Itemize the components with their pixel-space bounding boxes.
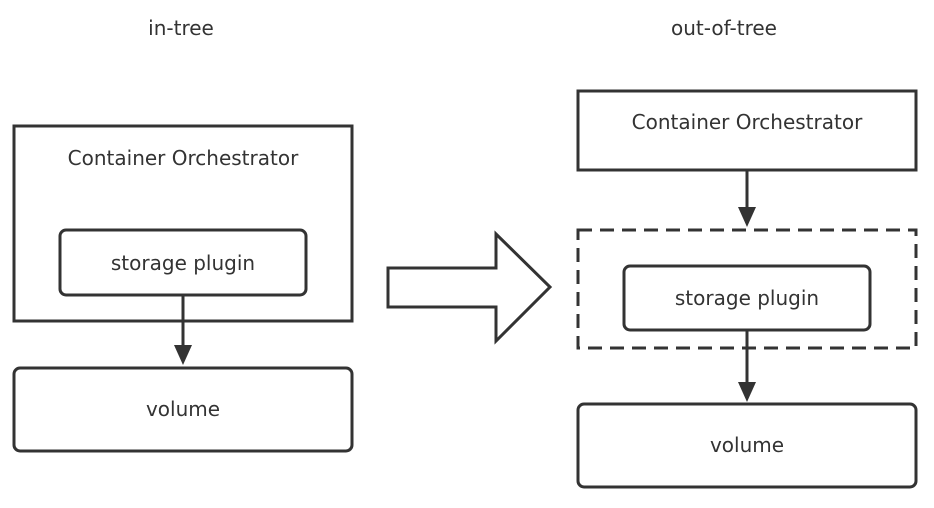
out-of-tree-volume-label: volume — [710, 433, 784, 457]
in-tree-arrowhead — [174, 345, 192, 365]
out-of-tree-orchestrator-label: Container Orchestrator — [632, 110, 863, 134]
out-of-tree-bottom-arrowhead — [738, 382, 756, 402]
in-tree-storage-plugin-label: storage plugin — [111, 251, 255, 275]
in-tree-heading: in-tree — [148, 16, 214, 40]
out-of-tree-heading: out-of-tree — [671, 16, 777, 40]
transition-arrow-icon — [386, 230, 553, 345]
out-of-tree-volume-box — [576, 402, 918, 489]
out-of-tree-storage-plugin-label: storage plugin — [675, 286, 819, 310]
in-tree-volume-box — [12, 366, 354, 453]
in-tree-orchestrator-label: Container Orchestrator — [68, 146, 299, 170]
in-tree-volume-label: volume — [146, 397, 220, 421]
out-of-tree-top-arrowhead — [738, 207, 756, 227]
